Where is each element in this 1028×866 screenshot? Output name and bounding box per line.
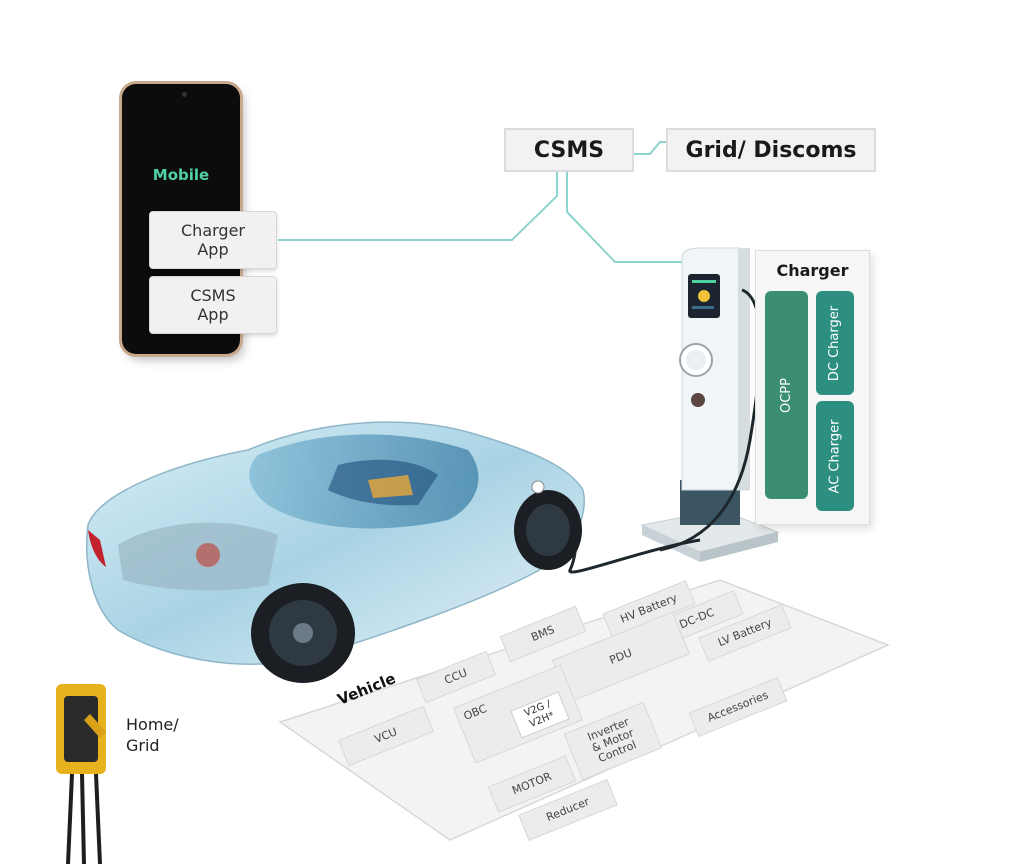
csms-box: CSMS xyxy=(504,128,634,172)
dc-charger-label: DC Charger xyxy=(827,305,843,381)
line-csms-grid xyxy=(634,141,666,155)
inverter-label: Inverter & Motor Control xyxy=(585,715,639,766)
line-csms-charger xyxy=(566,172,690,263)
grid-discoms-label: Grid/ Discoms xyxy=(685,137,857,163)
line-csms-chargerapp xyxy=(278,172,558,241)
csms-app-label: CSMS App xyxy=(190,286,236,324)
obc-label: OBC xyxy=(461,701,489,723)
dc-charger-block: DC Charger xyxy=(816,291,854,395)
vcu-label: VCU xyxy=(372,725,400,746)
grid-discoms-box: Grid/ Discoms xyxy=(666,128,876,172)
home-charger-icon xyxy=(56,684,106,864)
charger-app-label: Charger App xyxy=(181,221,245,259)
ac-charger-label: AC Charger xyxy=(827,419,843,493)
pdu-label: PDU xyxy=(607,646,634,667)
charger-panel: Charger OCPP DC Charger AC Charger xyxy=(755,250,870,525)
mobile-label: Mobile xyxy=(152,166,210,184)
charging-station-illustration xyxy=(640,247,780,562)
csms-label: CSMS xyxy=(533,137,605,163)
ccu-label: CCU xyxy=(442,666,470,687)
ac-charger-block: AC Charger xyxy=(816,401,854,511)
charger-app-box: Charger App xyxy=(149,211,277,269)
ocpp-block: OCPP xyxy=(765,291,808,499)
csms-app-box: CSMS App xyxy=(149,276,277,334)
bms-label: BMS xyxy=(529,623,557,645)
camera-icon xyxy=(182,92,187,97)
home-grid-label: Home/ Grid xyxy=(126,715,179,755)
charger-title: Charger xyxy=(776,261,849,280)
ocpp-label: OCPP xyxy=(779,377,794,413)
